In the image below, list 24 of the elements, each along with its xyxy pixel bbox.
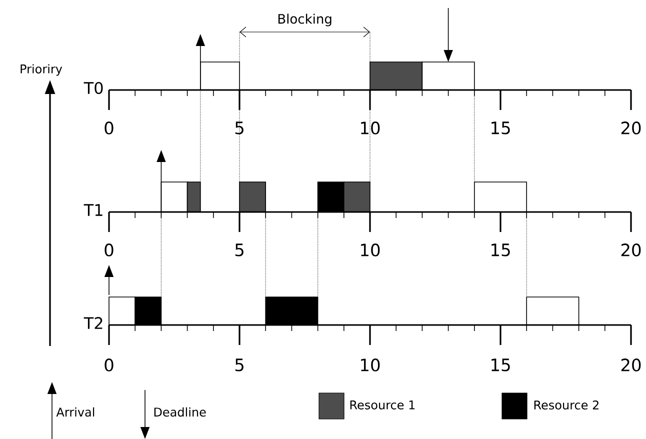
blocking-label: Blocking bbox=[278, 14, 332, 26]
tick-label: 10 bbox=[361, 244, 380, 256]
axis-label: Prioriry bbox=[20, 64, 62, 76]
tick-label: 10 bbox=[361, 358, 380, 372]
tick-label: 0 bbox=[104, 244, 114, 256]
tick-label: 20 bbox=[621, 358, 641, 372]
tick-label: 15 bbox=[492, 122, 510, 134]
tick-label: 0 bbox=[104, 122, 114, 134]
tick-label: 20 bbox=[621, 244, 641, 256]
task-label: T0 bbox=[84, 82, 103, 94]
tick-label: 5 bbox=[235, 122, 244, 134]
task-label: T1 bbox=[84, 204, 102, 216]
arrow-caption: Arrival bbox=[56, 407, 94, 417]
tick-label: 15 bbox=[492, 244, 510, 256]
arrow-caption: Deadline bbox=[154, 407, 206, 417]
tick-label: 10 bbox=[361, 122, 380, 134]
tick-label: 5 bbox=[235, 358, 244, 372]
task-label: T2 bbox=[84, 317, 102, 329]
legend-label: Resource 1 bbox=[350, 400, 415, 410]
tick-label: 20 bbox=[621, 122, 641, 134]
tick-label: 5 bbox=[235, 244, 244, 256]
legend-label: Resource 2 bbox=[534, 400, 598, 410]
tick-label: 0 bbox=[104, 358, 114, 372]
tick-label: 15 bbox=[492, 358, 510, 372]
